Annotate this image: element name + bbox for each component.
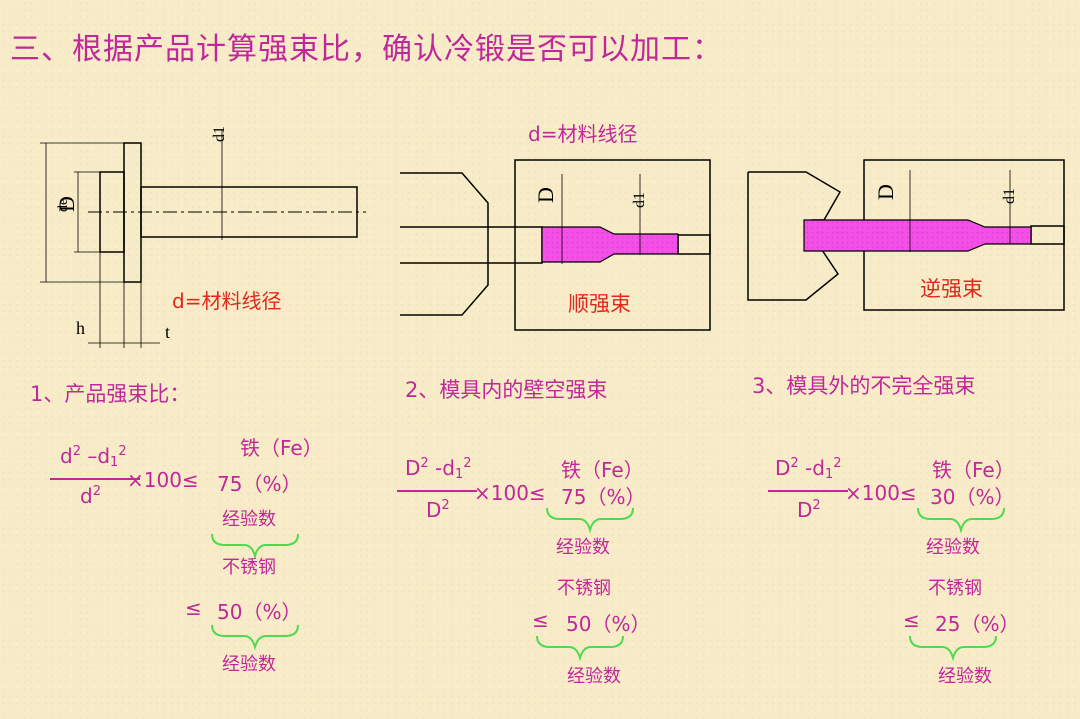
section-2-ss-prefix: ≤	[532, 608, 549, 632]
brace-1a	[211, 533, 299, 560]
section-2-ss-label: 不锈钢	[557, 578, 611, 599]
section-3-ss-prefix: ≤	[903, 608, 920, 632]
dim-h-t-lines	[88, 252, 160, 348]
dim-D-lines	[40, 142, 124, 283]
dim-de-lines	[74, 171, 100, 253]
part-d-label: d=材料线径	[172, 289, 282, 313]
page-title: 三、根据产品计算强束比，确认冷锻是否可以加工：	[10, 32, 723, 67]
brace-2b	[536, 635, 624, 662]
section-3-numerator: D2 -d12	[775, 456, 842, 482]
section-2-multiplier: ×100≤	[474, 481, 546, 505]
section-2-fe-value: 75（%）	[561, 485, 646, 509]
backward-label: 逆强束	[920, 277, 983, 301]
forward-die	[400, 159, 711, 331]
section-1-fraction-bar	[50, 478, 140, 480]
svg-text:d1: d1	[1001, 188, 1018, 204]
section-2-heading: 2、模具内的壁空强束	[405, 378, 608, 402]
svg-text:d1: d1	[631, 192, 648, 208]
section-1-ss-note: 经验数	[222, 654, 276, 675]
section-2-numerator: D2 -d12	[405, 456, 472, 482]
section-2-denominator: D2	[426, 498, 450, 522]
section-3-fraction-bar	[768, 490, 848, 492]
section-3-denominator: D2	[797, 498, 821, 522]
dim-t-text: t	[165, 322, 171, 342]
section-1-fe-value: 75（%）	[217, 472, 302, 496]
section-3-ss-value: 25（%）	[935, 612, 1020, 636]
section-1-ss-prefix: ≤	[185, 596, 202, 620]
section-3-ss-label: 不锈钢	[928, 578, 982, 599]
section-3-fe-note: 经验数	[926, 537, 980, 558]
brace-3a	[917, 507, 1005, 534]
section-1-fe-note: 经验数	[222, 509, 276, 530]
section-1-numerator: d2 –d12	[60, 444, 127, 470]
section-1-ss-label: 不锈钢	[222, 557, 276, 578]
dim-d1-text: d1	[211, 126, 228, 142]
brace-1b	[211, 624, 299, 651]
backward-die-material	[803, 219, 1032, 252]
svg-text:D: D	[533, 187, 558, 203]
dim-de-text: de	[56, 199, 71, 212]
forward-label: 顺强束	[568, 292, 631, 316]
brace-3b	[909, 635, 997, 662]
section-1-ss-value: 50（%）	[217, 600, 302, 624]
section-1-multiplier: ×100≤	[127, 468, 199, 492]
section-2-ss-note: 经验数	[567, 666, 621, 687]
die-d-label: d=材料线径	[528, 122, 638, 146]
section-2-ss-value: 50（%）	[566, 612, 651, 636]
forward-die-material	[541, 226, 679, 263]
section-2-fraction-bar	[397, 490, 477, 492]
section-2-fe-label: 铁（Fe）	[561, 458, 644, 482]
section-1-fe-label: 铁（Fe）	[240, 436, 323, 460]
section-3-fe-label: 铁（Fe）	[932, 458, 1015, 482]
part-drawing	[40, 130, 366, 348]
dim-D-text: D	[54, 196, 79, 212]
dim-h-text: h	[76, 318, 85, 338]
section-3-fe-value: 30（%）	[930, 485, 1015, 509]
section-1-denominator: d2	[80, 484, 101, 508]
section-1-heading: 1、产品强束比：	[30, 382, 191, 406]
section-3-ss-note: 经验数	[938, 666, 992, 687]
svg-text:D: D	[873, 184, 898, 200]
section-3-multiplier: ×100≤	[845, 481, 917, 505]
brace-2a	[546, 507, 634, 534]
section-2-fe-note: 经验数	[556, 537, 610, 558]
section-3-heading: 3、模具外的不完全强束	[752, 374, 976, 398]
